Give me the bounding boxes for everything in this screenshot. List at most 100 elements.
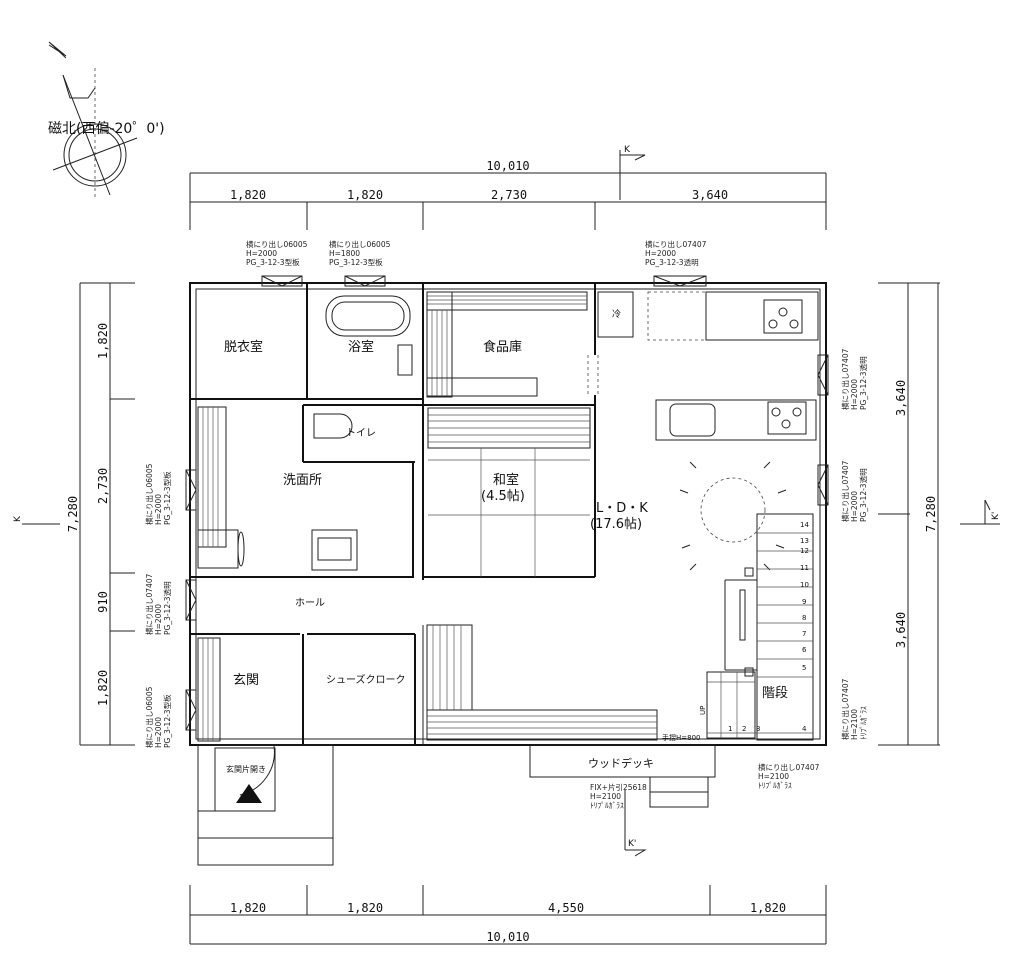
window-note: H=2000 <box>645 249 676 258</box>
step-number: 1 <box>728 725 732 733</box>
refrigerator <box>597 291 634 338</box>
toilet <box>313 413 353 439</box>
window-note: PG_3-12-3型板 <box>162 471 172 525</box>
window-note: 横にり出し06005 <box>246 239 308 249</box>
step-number: 10 <box>800 581 809 589</box>
dim-left: 1,820 <box>96 670 110 706</box>
dining-table <box>700 477 766 543</box>
room-label-ldk: L・D・K <box>596 501 648 516</box>
dim-left-total: 7,280 <box>66 496 80 532</box>
window-note: 横にり出し06005 <box>144 463 154 525</box>
left-dimensions: 1,820 2,730 910 1,820 7,280 K <box>13 282 135 746</box>
window-note: PG_3-12-3透明 <box>859 356 868 410</box>
window-note: H=2100 <box>758 772 789 781</box>
dim-top: 3,640 <box>692 188 728 202</box>
dim-bottom: 1,820 <box>230 901 266 915</box>
bathtub <box>325 295 411 337</box>
dim-bottom: 1,820 <box>750 901 786 915</box>
window-note: PG_3-12-3型板 <box>329 257 383 267</box>
window-note: H=1800 <box>329 249 360 258</box>
wood-deck <box>529 744 716 778</box>
room-label-yokushitsu: 浴室 <box>348 339 374 355</box>
door-label: 玄関片開き <box>226 764 266 774</box>
window-note: 横にり出し07407 <box>758 762 820 772</box>
room-label-ldk-size: (17.6帖) <box>590 517 642 532</box>
room-label-wood-deck: ウッドデッキ <box>588 756 654 770</box>
room-label-genkan: 玄関 <box>233 673 259 688</box>
bottom-dimensions: 1,820 1,820 4,550 1,820 10,010 <box>189 885 827 945</box>
exterior: K' <box>197 744 716 866</box>
window-note: 横にり出し07407 <box>840 348 850 410</box>
window-note: H=2000 <box>154 604 163 635</box>
handrail-label: 手摺H=800 <box>662 733 701 742</box>
window-note: H=2000 <box>850 379 859 410</box>
wash-basin <box>311 529 358 571</box>
window-note: 横にり出し06005 <box>144 686 154 748</box>
step-number: 2 <box>742 725 746 733</box>
window-note: H=2000 <box>154 717 163 748</box>
window-note: 横にり出し07407 <box>144 573 154 635</box>
sink <box>669 403 716 437</box>
top-dimensions: 10,010 1,820 1,820 2,730 3,640 K <box>189 145 827 230</box>
window-note: PG_3-12-3型板 <box>162 694 172 748</box>
room-label-kaidan: 階段 <box>762 686 788 701</box>
window-note: H=2000 <box>850 491 859 522</box>
staircase: 1 2 3 4 5 6 7 8 9 10 11 12 13 14 UP <box>699 513 814 741</box>
window-note: H=2000 <box>246 249 277 258</box>
dim-top-total: 10,010 <box>486 159 529 173</box>
dim-left: 1,820 <box>96 323 110 359</box>
windows <box>185 275 829 731</box>
window-note: 横にり出し06005 <box>329 239 391 249</box>
window-notes: 横にり出し06005 H=2000 PG_3-12-3型板 横にり出し06005… <box>144 239 868 810</box>
section-mark-left: K <box>13 515 23 522</box>
window-note: PG_3-12-3透明 <box>859 468 868 522</box>
entrance-porch <box>197 744 334 866</box>
kitchen-counter <box>705 291 819 341</box>
window-note: PG_3-12-3透明 <box>645 258 699 267</box>
compass-label: 磁北(西偏-20゜0') <box>48 121 165 137</box>
dim-right: 3,640 <box>894 612 908 648</box>
interior-walls <box>190 283 599 745</box>
section-mark-bottom: K' <box>628 839 636 849</box>
step-number: 8 <box>802 614 806 622</box>
dim-right: 3,640 <box>894 380 908 416</box>
window-note: 横にり出し07407 <box>840 678 850 740</box>
step-number: 14 <box>800 521 809 529</box>
room-label-washitsu-size: (4.5帖) <box>481 489 525 504</box>
outer-walls <box>189 282 827 746</box>
room-labels: 脱衣室 浴室 食品庫 トイレ 洗面所 和室 (4.5帖) L・D・K (17.6… <box>224 308 788 774</box>
tatami-grid <box>428 448 590 577</box>
window-note: PG_3-12-3透明 <box>163 581 172 635</box>
room-label-shoes-cloak: シューズクローク <box>326 673 406 686</box>
window-note: ﾄﾘﾌﾟﾙｶﾞﾗｽ <box>758 781 792 790</box>
dim-left: 910 <box>96 591 110 613</box>
dim-top: 1,820 <box>230 188 266 202</box>
dim-bottom: 4,550 <box>548 901 584 915</box>
section-mark-top: K <box>624 145 631 155</box>
room-label-washitsu: 和室 <box>493 472 519 488</box>
step-number: 7 <box>802 630 806 638</box>
window-note: 横にり出し07407 <box>840 460 850 522</box>
up-label: UP <box>699 706 707 715</box>
step-number: 13 <box>800 537 809 545</box>
step-number: 9 <box>802 598 806 606</box>
island-counter <box>655 399 817 441</box>
section-mark-right: K' <box>991 512 1001 520</box>
dim-bottom-total: 10,010 <box>486 930 529 944</box>
chairs <box>679 461 787 571</box>
dim-top: 2,730 <box>491 188 527 202</box>
entrance-marker-icon <box>236 784 262 803</box>
step-number: 11 <box>800 564 809 572</box>
step-number: 6 <box>802 646 807 654</box>
window-note: FIX+片引25618 <box>590 782 647 792</box>
window-note: ﾄﾘﾌﾟﾙｶﾞﾗｽ <box>859 706 868 740</box>
right-dimensions: 3,640 3,640 7,280 K' <box>878 282 1001 746</box>
room-label-shokuhinko: 食品庫 <box>483 339 522 355</box>
window-note: PG_3-12-3型板 <box>246 257 300 267</box>
shelves <box>197 291 658 742</box>
window-note: H=2100 <box>590 792 621 801</box>
room-label-hall: ホール <box>295 597 325 609</box>
north-compass: 磁北(西偏-20゜0') <box>48 41 165 198</box>
window-note: 横にり出し07407 <box>645 239 707 249</box>
